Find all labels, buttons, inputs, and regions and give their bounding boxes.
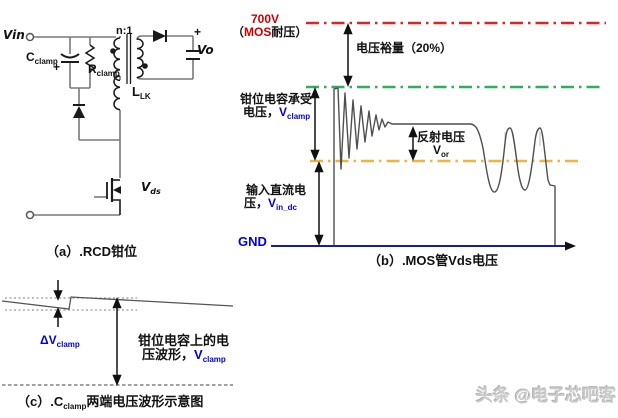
input-dc-label-line1: 输入直流电 bbox=[246, 183, 307, 197]
clamp-wave-desc-line2: 压波形，Vclamp bbox=[142, 347, 226, 364]
clamp-voltage-label-line2: 电压，Vclamp bbox=[243, 105, 311, 121]
leakage-ind-label: LLK bbox=[132, 84, 151, 101]
measure-arrows bbox=[310, 23, 418, 246]
clamp-cap-label: Cclamp bbox=[26, 50, 58, 66]
vo-label: Vo bbox=[197, 43, 214, 57]
mos-limit-value: 700V bbox=[251, 12, 280, 26]
clamp-diode bbox=[73, 104, 85, 118]
rcd-clamp-circuit bbox=[25, 30, 200, 220]
vds-label: Vds bbox=[141, 180, 161, 196]
vin-label: Vin bbox=[3, 28, 25, 42]
mosfet bbox=[106, 178, 121, 215]
delta-vclamp-label: ΔVclamp bbox=[40, 333, 80, 349]
clamp-res-label: Rclamp bbox=[88, 62, 120, 78]
ripple-arrows bbox=[53, 280, 122, 386]
gnd-axis bbox=[271, 241, 576, 251]
primary-dot bbox=[110, 48, 116, 54]
clamp-wave-desc-line1: 钳位电容上的电 bbox=[138, 333, 230, 348]
gnd-label: GND bbox=[238, 234, 267, 249]
leakage-inductor bbox=[113, 75, 121, 111]
input-dc-label-line2: 压，Vin_dc bbox=[244, 196, 297, 212]
ripple-dotted-lines bbox=[5, 297, 137, 311]
transformer bbox=[110, 34, 148, 84]
caption-b: （b）.MOS管Vds电压 bbox=[368, 253, 499, 268]
vds-trace bbox=[333, 87, 556, 245]
watermark: 头条 @电子芯吧客 bbox=[476, 386, 617, 405]
clamp-resistor bbox=[84, 44, 96, 73]
output-polarity: + bbox=[194, 25, 202, 39]
clamp-cap-polarity: + bbox=[53, 60, 61, 74]
output-diode bbox=[153, 30, 167, 42]
reflect-voltage-label: 反射电压 bbox=[417, 130, 466, 144]
output-capacitor bbox=[186, 50, 200, 60]
turns-ratio-label: n:1 bbox=[116, 25, 133, 37]
vds-waveform-plot bbox=[271, 21, 606, 251]
caption-a: （a）.RCD钳位 bbox=[46, 244, 138, 259]
clamp-cap-voltage-plot bbox=[1, 280, 234, 386]
voltage-margin-label: 电压裕量（20%） bbox=[356, 41, 453, 55]
secondary-dot bbox=[142, 63, 148, 69]
clamp-voltage-label-line1: 钳位电容承受 bbox=[240, 92, 313, 106]
caption-c: （c）.Cclamp两端电压波形示意图 bbox=[17, 394, 204, 411]
reflect-voltage-symbol: Vor bbox=[433, 143, 450, 159]
circuit-wires bbox=[34, 35, 194, 216]
clamp-capacitor bbox=[60, 53, 80, 63]
input-terminals bbox=[25, 32, 35, 220]
mos-limit-note: （MOS耐压） bbox=[232, 25, 308, 39]
clamp-voltage-trace bbox=[1, 296, 234, 310]
